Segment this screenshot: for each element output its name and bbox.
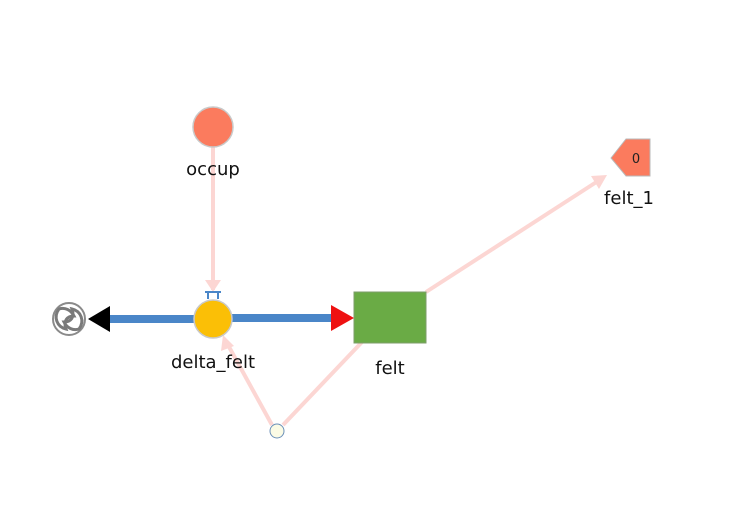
- valve-stem-icon: [205, 291, 221, 299]
- cloud-icon[interactable]: [52, 302, 86, 336]
- occup-node[interactable]: [192, 106, 234, 148]
- link-arrowhead-occup: [205, 280, 221, 292]
- inflow-arrow-icon: [331, 305, 354, 331]
- felt-stock[interactable]: [353, 291, 427, 344]
- felt-1-label: felt_1: [604, 188, 654, 209]
- link-felt-to-felt-1[interactable]: [424, 179, 600, 294]
- link-arrowhead-delta-felt: [221, 335, 234, 351]
- link-connector-to-delta-felt[interactable]: [226, 344, 274, 426]
- occup-label: occup: [186, 159, 240, 180]
- connector-point[interactable]: [269, 423, 285, 439]
- delta-felt-valve[interactable]: [193, 299, 233, 339]
- felt-label: felt: [375, 358, 404, 379]
- felt-1-value: 0: [632, 152, 640, 167]
- link-arrowhead-felt-1: [591, 175, 607, 189]
- delta-felt-label: delta_felt: [171, 352, 255, 373]
- felt-1-node[interactable]: [610, 138, 651, 177]
- link-connector-to-felt[interactable]: [281, 340, 364, 427]
- outflow-arrow-icon: [88, 306, 110, 332]
